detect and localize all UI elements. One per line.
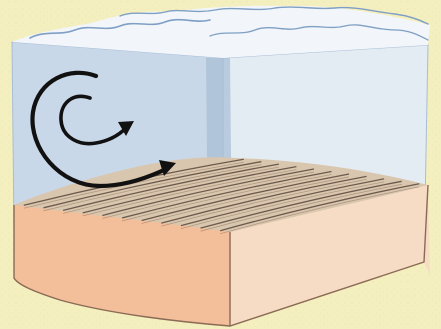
wave-ripple-diagram xyxy=(0,0,441,329)
tank-block-illustration xyxy=(0,0,441,329)
